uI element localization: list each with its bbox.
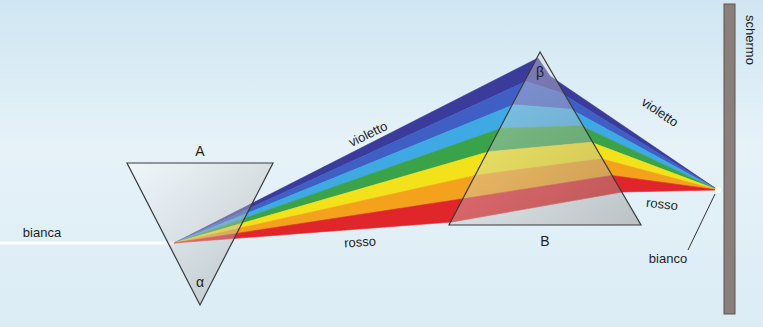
color-label: rosso [646,196,679,212]
prism-outline [445,48,645,253]
white-ray [0,242,174,245]
apex-angle: β [536,65,544,79]
spectrum-bands [174,58,718,243]
spectrum-band [174,58,718,243]
prism-name: B [540,234,549,248]
prism-shape [449,52,641,225]
prism: βB [445,48,645,253]
ray-label: bianca [23,226,61,239]
prism-shape [127,163,273,305]
white-spot [715,187,721,193]
screen-label: schermo [744,15,757,65]
screen-bar [724,4,735,314]
color-label: violetto [639,95,680,129]
apex-angle: α [196,275,204,289]
leader-line [688,194,715,250]
color-label: rosso [344,234,377,249]
ray-label: bianco [649,252,687,265]
prism-name: A [195,144,204,158]
prism: Aα [125,140,275,308]
